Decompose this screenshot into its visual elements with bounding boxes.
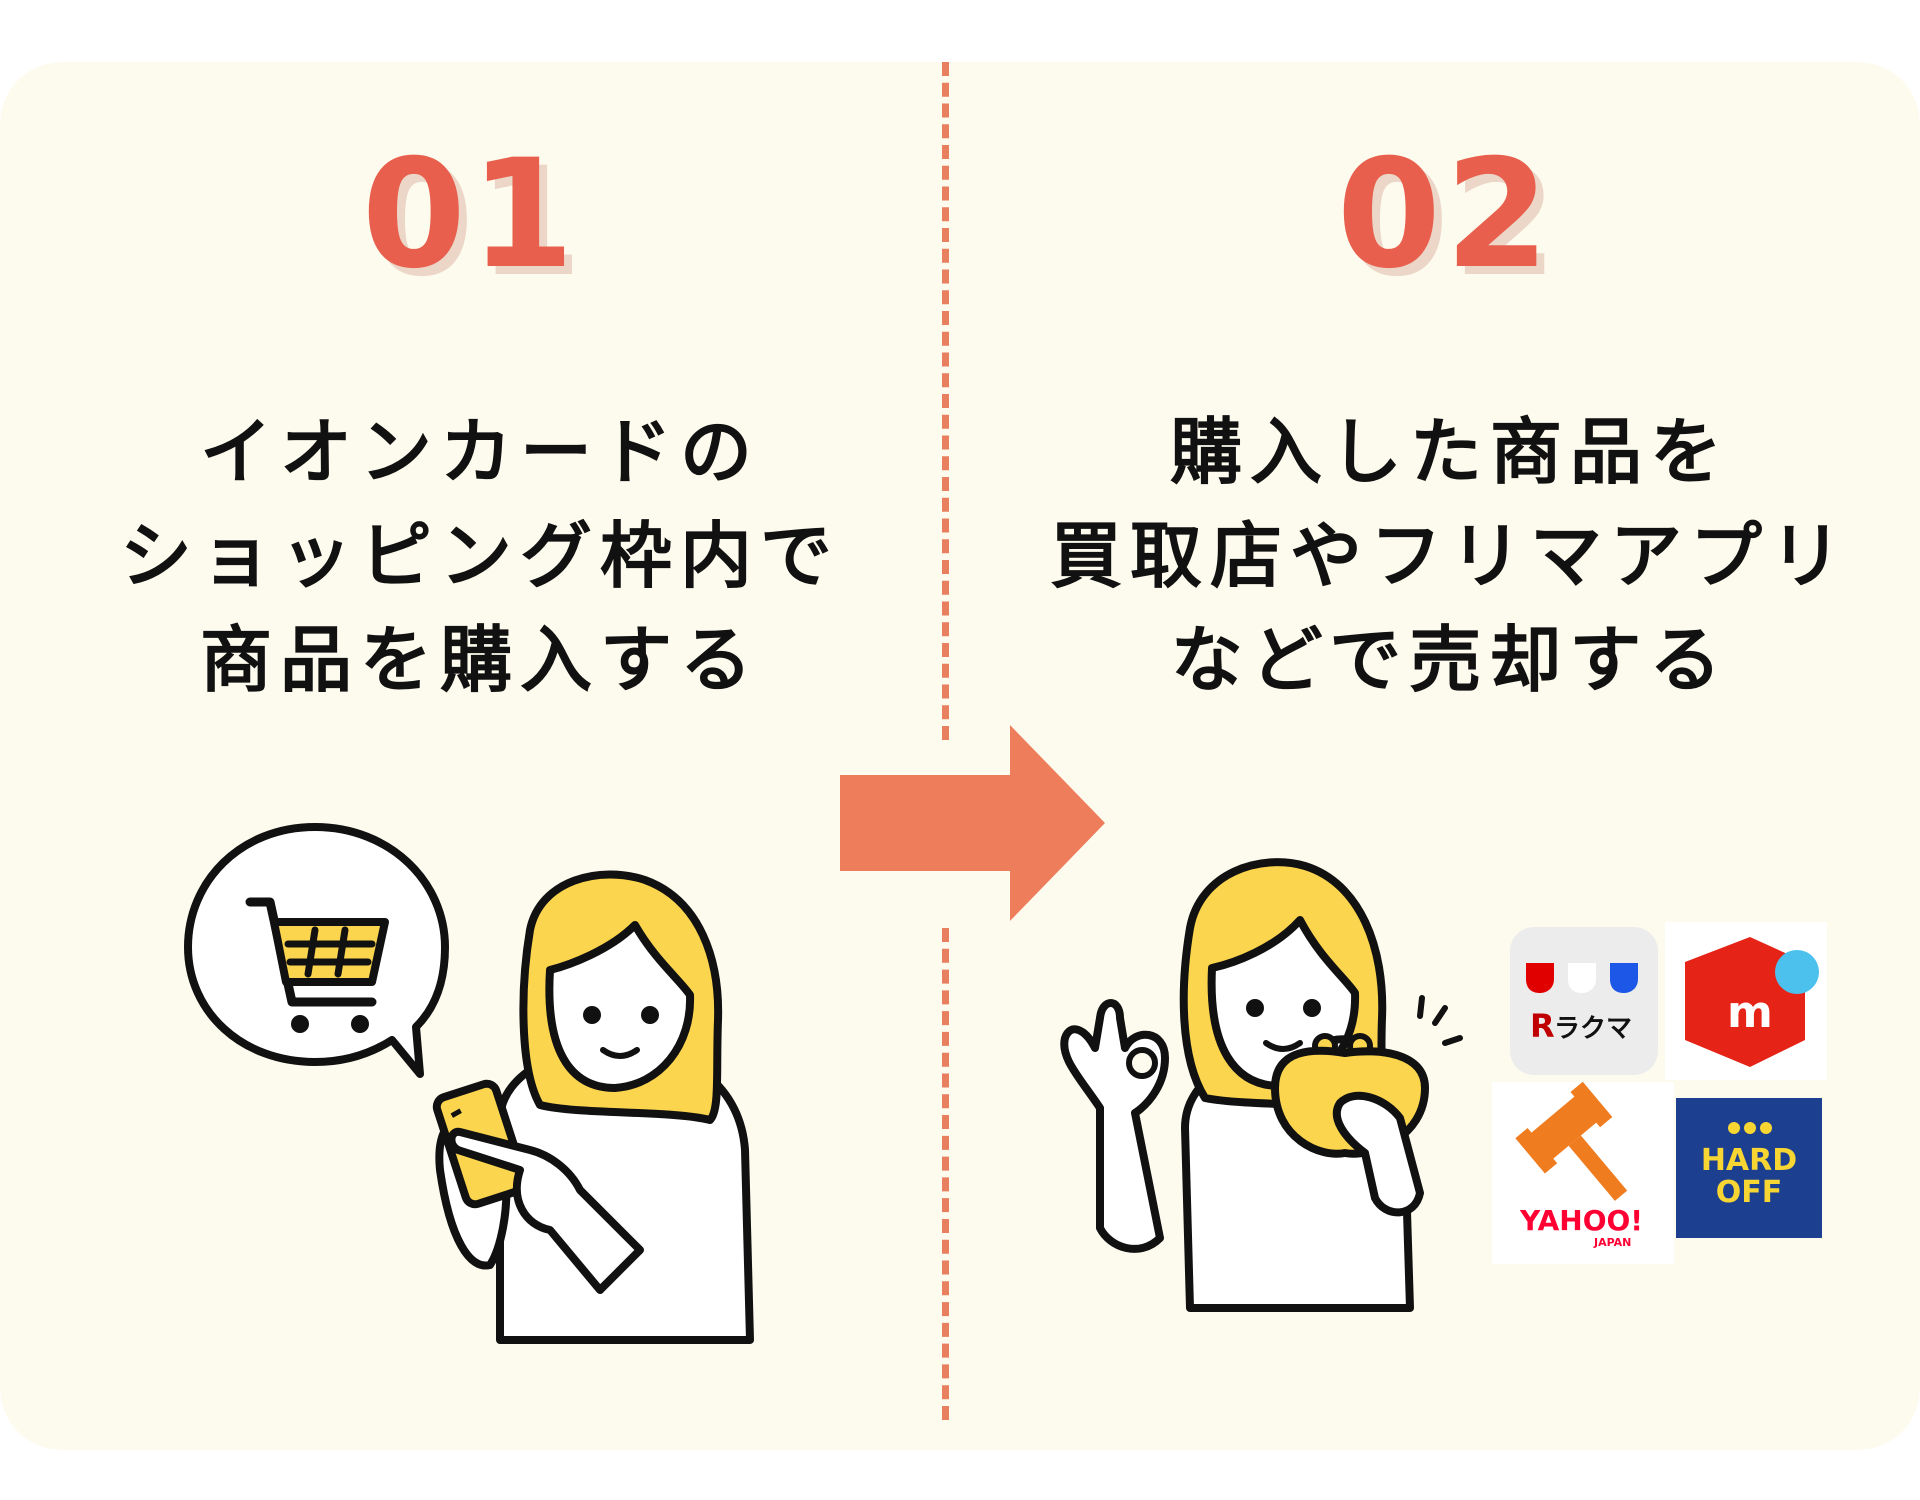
woman-with-smartphone-illustration [432, 870, 754, 1344]
step-1-description: イオンカードの ショッピング枠内で 商品を購入する [90, 400, 870, 712]
step-2-line-3: などで売却する [1170, 618, 1730, 702]
woman-with-purse-illustration [1060, 858, 1463, 1312]
step-1-line-1: イオンカードの [199, 410, 760, 494]
shopping-cart-icon [245, 897, 389, 1033]
arrow-right-icon [840, 725, 1105, 921]
step-1-line-3: 商品を購入する [199, 618, 760, 702]
rakuma-text: ラクマ [1554, 1014, 1632, 1044]
rakuma-r: R [1530, 1007, 1555, 1045]
step-2-line-2: 買取店やフリマアプリ [1049, 514, 1850, 598]
hardoff-line1: HARD [1701, 1143, 1797, 1178]
yahoo-sub: JAPAN [1593, 1236, 1631, 1249]
yahoo-auction-logo: YAHOO! JAPAN [1492, 1081, 1674, 1264]
hardoff-line2: OFF [1716, 1175, 1783, 1210]
divider-bottom [942, 928, 949, 1420]
hardoff-logo: HARD OFF [1676, 1098, 1822, 1238]
step-2-number: 02 [1336, 128, 1554, 302]
step-2-description: 購入した商品を 買取店やフリマアプリ などで売却する [1010, 400, 1890, 712]
step-1-number: 01 [361, 128, 579, 302]
step-1-line-2: ショッピング枠内で [119, 514, 840, 598]
yahoo-text: YAHOO! [1519, 1204, 1643, 1237]
mercari-logo: m [1665, 922, 1827, 1080]
mercari-letter: m [1727, 987, 1773, 1038]
divider-top [942, 62, 949, 740]
step-2-line-1: 購入した商品を [1169, 410, 1730, 494]
rakuma-logo: R ラクマ [1510, 927, 1658, 1075]
speech-bubble-icon [184, 823, 449, 1078]
